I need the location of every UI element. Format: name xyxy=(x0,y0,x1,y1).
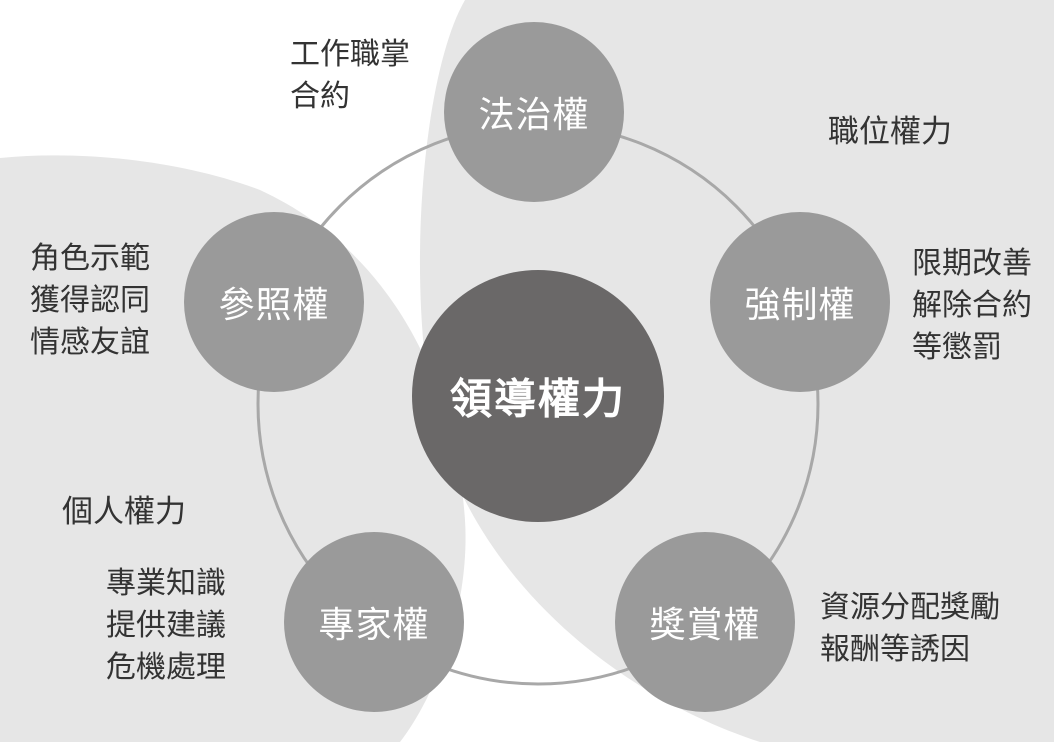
coercive-power-node xyxy=(710,212,890,392)
note-line: 危機處理 xyxy=(106,650,226,685)
referent-power-label: 參照權 xyxy=(218,285,330,326)
note-line: 獲得認同 xyxy=(30,283,150,318)
referent-power-node xyxy=(184,212,364,392)
note-line: 資源分配獎勵 xyxy=(820,590,1000,625)
expert-power-label: 專家權 xyxy=(318,605,430,646)
coercive-power-note: 限期改善 解除合約 等懲罰 xyxy=(912,243,1032,369)
note-line: 提供建議 xyxy=(106,608,226,643)
note-line: 角色示範 xyxy=(30,241,150,276)
coercive-power-label: 強制權 xyxy=(744,285,856,326)
expert-power-note: 專業知識 提供建議 危機處理 xyxy=(106,563,226,689)
expert-power-node xyxy=(284,532,464,712)
legal-power-note: 工作職掌 合約 xyxy=(290,34,410,118)
note-line: 報酬等誘因 xyxy=(820,632,970,667)
reward-power-label: 獎賞權 xyxy=(649,605,761,646)
position-power-label: 職位權力 xyxy=(828,114,952,150)
note-line: 限期改善 xyxy=(912,246,1032,281)
note-line: 等懲罰 xyxy=(912,330,1002,365)
note-line: 專業知識 xyxy=(106,566,226,601)
legal-power-label: 法治權 xyxy=(478,95,590,136)
note-line: 解除合約 xyxy=(912,288,1032,323)
note-line: 合約 xyxy=(290,79,350,114)
note-line: 情感友誼 xyxy=(30,325,150,360)
referent-power-note: 角色示範 獲得認同 情感友誼 xyxy=(30,238,150,364)
personal-power-label: 個人權力 xyxy=(62,494,186,530)
reward-power-node xyxy=(615,532,795,712)
legal-power-node xyxy=(444,22,624,202)
center-label: 領導權力 xyxy=(449,374,627,424)
reward-power-note: 資源分配獎勵 報酬等誘因 xyxy=(820,587,1000,671)
note-line: 工作職掌 xyxy=(290,37,410,72)
center-node xyxy=(412,270,664,522)
